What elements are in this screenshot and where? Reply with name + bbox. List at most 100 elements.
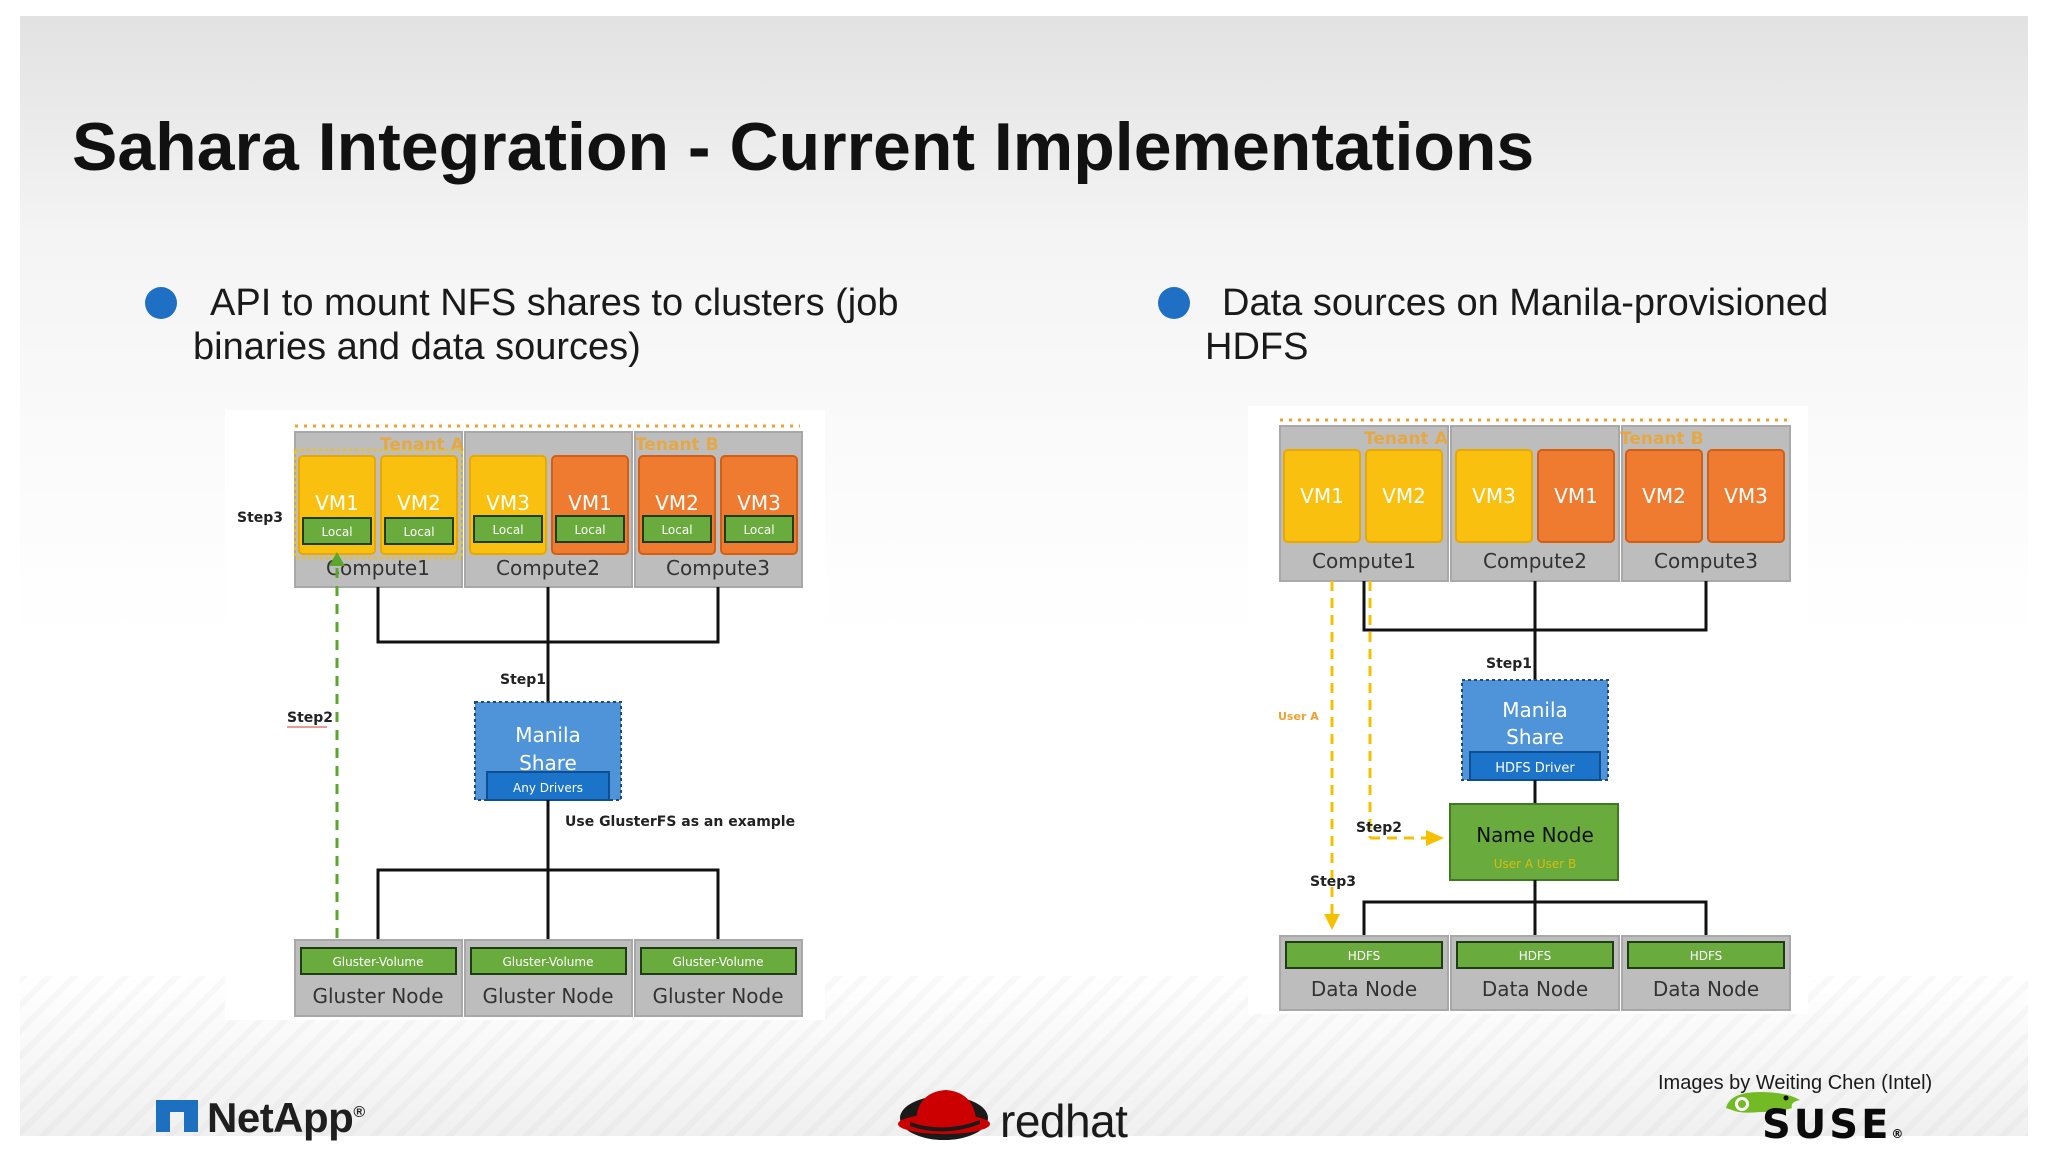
- data-node-label: Data Node: [1311, 977, 1417, 1001]
- right-diagram-svg: Tenant A Tenant B VM1 VM2 VM3 VM1 VM2 VM…: [1248, 406, 1808, 1014]
- gluster-volume-box: [300, 947, 457, 975]
- compute-label: Compute2: [1483, 549, 1587, 573]
- vm-label: VM1: [568, 491, 612, 515]
- local-label: Local: [574, 523, 605, 537]
- step2-label: Step2: [1356, 820, 1402, 836]
- hdfs-tag-label: HDFS: [1690, 949, 1723, 963]
- vm-label: VM1: [315, 491, 359, 515]
- compute-label: Compute1: [326, 556, 430, 580]
- compute-label: Compute3: [1654, 549, 1758, 573]
- redhat-logo: [896, 1082, 992, 1146]
- hdfs-tag-box: [1627, 941, 1785, 969]
- bullet-right-line1: Data sources on Manila-provisioned: [1222, 282, 1829, 324]
- netapp-name: NetApp: [207, 1094, 354, 1141]
- suse-chameleon-icon: [1726, 1092, 1800, 1113]
- user-a-label: User A: [1278, 710, 1319, 723]
- arrow-head-icon: [1324, 914, 1340, 930]
- redhat-shadowman-icon: [898, 1090, 990, 1140]
- tenant-b-label: Tenant B: [1620, 429, 1704, 449]
- compute-label: Compute1: [1312, 549, 1416, 573]
- name-node-label: Name Node: [1476, 823, 1594, 847]
- slide-title: Sahara Integration - Current Implementat…: [72, 109, 1535, 185]
- arrow-head-icon: [329, 552, 345, 566]
- image-credit: Images by Weiting Chen (Intel): [1658, 1072, 1933, 1094]
- manila-share-label: Share: [1506, 725, 1564, 749]
- local-storage-box: [724, 515, 794, 543]
- vm-card: [1625, 449, 1703, 543]
- tenant-a-label: Tenant A: [380, 435, 465, 455]
- step3-label: Step3: [1310, 874, 1356, 890]
- bullet-left-line1: API to mount NFS shares to clusters (job: [210, 282, 899, 324]
- redhat-logo-text: redhat: [1000, 1095, 1128, 1147]
- step2-label: Step2: [287, 710, 333, 726]
- vm-label: VM3: [486, 491, 530, 515]
- driver-label: HDFS Driver: [1495, 761, 1575, 776]
- name-node-box: [1449, 803, 1619, 881]
- step1-label: Step1: [500, 672, 546, 688]
- netapp-logo-text: NetApp®: [207, 1094, 365, 1142]
- netapp-mark-icon: [156, 1100, 198, 1132]
- bullet-left-line2: binaries and data sources): [193, 326, 641, 368]
- hdfs-tag-box: [1285, 941, 1443, 969]
- gluster-volume-box: [640, 947, 797, 975]
- gluster-volume-box: [470, 947, 627, 975]
- vm-card: [1537, 449, 1615, 543]
- suse-logo-text: SUSE®: [1762, 1102, 1906, 1148]
- vm-card: [1283, 449, 1361, 543]
- gluster-volume-label: Gluster-Volume: [332, 955, 423, 969]
- name-node-users: User A User B: [1494, 857, 1577, 871]
- local-storage-box: [555, 515, 625, 543]
- local-storage-box: [302, 517, 372, 545]
- left-diagram: Tenant A Tenant B VM1 VM2 VM3 VM1 VM2 VM…: [225, 410, 825, 1020]
- netapp-logo: [156, 1100, 198, 1132]
- gluster-volume-label: Gluster-Volume: [502, 955, 593, 969]
- bullet-dot-icon: [1158, 287, 1190, 319]
- tenant-a-label: Tenant A: [1364, 429, 1449, 449]
- data-node-label: Data Node: [1482, 977, 1588, 1001]
- vm-label: VM2: [397, 491, 441, 515]
- step3-label: Step3: [237, 510, 283, 526]
- data-node-label: Data Node: [1653, 977, 1759, 1001]
- vm-card: [1455, 449, 1533, 543]
- local-label: Local: [403, 525, 434, 539]
- bullet-right-line2: HDFS: [1205, 326, 1309, 368]
- vm-label: VM3: [1724, 484, 1768, 508]
- hdfs-tag-label: HDFS: [1348, 949, 1381, 963]
- vm-label: VM1: [1554, 484, 1598, 508]
- node-bus-line: [1362, 900, 1708, 936]
- manila-label: Manila: [515, 723, 581, 747]
- local-storage-box: [473, 515, 543, 543]
- local-storage-box: [642, 515, 712, 543]
- local-label: Local: [492, 523, 523, 537]
- hdfs-tag-label: HDFS: [1519, 949, 1552, 963]
- vm-card: [1707, 449, 1785, 543]
- local-label: Local: [321, 525, 352, 539]
- compute-label: Compute2: [496, 556, 600, 580]
- compute-label: Compute3: [666, 556, 770, 580]
- suse-name: SUSE: [1762, 1102, 1892, 1148]
- arrow-head-icon: [1426, 830, 1444, 846]
- left-diagram-svg: Tenant A Tenant B VM1 VM2 VM3 VM1 VM2 VM…: [225, 410, 825, 1020]
- manila-label: Manila: [1502, 698, 1568, 722]
- gluster-volume-label: Gluster-Volume: [672, 955, 763, 969]
- suse-logo: [1720, 1086, 1820, 1126]
- local-label: Local: [743, 523, 774, 537]
- vm-label: VM2: [1642, 484, 1686, 508]
- right-diagram: Tenant A Tenant B VM1 VM2 VM3 VM1 VM2 VM…: [1248, 406, 1808, 1014]
- step1-label: Step1: [1486, 656, 1532, 672]
- bullet-dot-icon: [145, 287, 177, 319]
- glusterfs-note: Use GlusterFS as an example: [565, 814, 795, 830]
- local-label: Local: [661, 523, 692, 537]
- vm-label: VM3: [737, 491, 781, 515]
- hdfs-tag-box: [1456, 941, 1614, 969]
- node-bus-line: [376, 868, 720, 940]
- vm-label: VM2: [655, 491, 699, 515]
- driver-label: Any Drivers: [513, 781, 583, 795]
- vm-label: VM3: [1472, 484, 1516, 508]
- vm-label: VM2: [1382, 484, 1426, 508]
- netapp-registered-mark: ®: [353, 1104, 365, 1121]
- tenant-b-label: Tenant B: [635, 435, 719, 455]
- suse-registered-mark: ®: [1891, 1127, 1907, 1141]
- gluster-node-label: Gluster Node: [652, 984, 783, 1008]
- vm-label: VM1: [1300, 484, 1344, 508]
